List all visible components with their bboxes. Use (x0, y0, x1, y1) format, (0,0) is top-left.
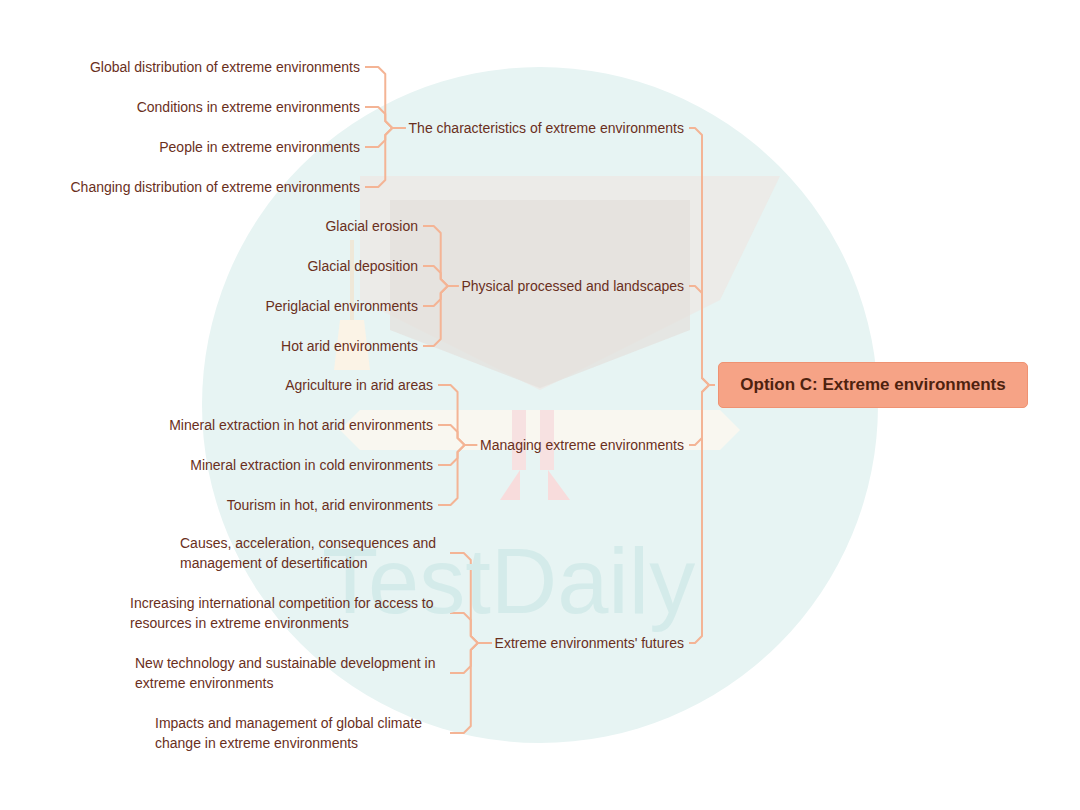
topic-text: Glacial deposition (307, 256, 418, 276)
subtopic: Agriculture in arid areas (285, 375, 433, 395)
branch-connector (438, 425, 477, 445)
topic-text: People in extreme environments (159, 137, 360, 157)
branch-connector (423, 226, 458, 286)
topic-text: Glacial erosion (325, 216, 418, 236)
topic-text: Hot arid environments (281, 336, 418, 356)
topic-text: Mineral extraction in cold environments (190, 455, 433, 475)
subtopic: People in extreme environments (159, 137, 360, 157)
subtopic: Global distribution of extreme environme… (90, 57, 360, 77)
topic-text: Extreme environments' futures (495, 633, 684, 653)
ribbon-tail (500, 470, 520, 500)
topic-text: Mineral extraction in hot arid environme… (169, 415, 433, 435)
subtopic: Impacts and management of global climate… (155, 713, 445, 753)
topic-text: Agriculture in arid areas (285, 375, 433, 395)
topic-text: Impacts and management of global climate… (155, 713, 445, 753)
subtopic: Causes, acceleration, consequences and m… (180, 533, 445, 573)
branch-topic: Physical processed and landscapes (461, 276, 684, 296)
topic-text: New technology and sustainable developme… (135, 653, 445, 693)
ribbon-tail (548, 470, 570, 500)
topic-text: Conditions in extreme environments (137, 97, 360, 117)
branch-connector (423, 266, 458, 286)
branch-connector (365, 128, 406, 187)
subtopic: Hot arid environments (281, 336, 418, 356)
branch-connector (365, 67, 406, 128)
subtopic: Glacial erosion (325, 216, 418, 236)
topic-text: Tourism in hot, arid environments (227, 495, 433, 515)
subtopic: Increasing international competition for… (130, 593, 445, 633)
subtopic: Mineral extraction in hot arid environme… (169, 415, 433, 435)
branch-connector (438, 385, 477, 445)
subtopic: Conditions in extreme environments (137, 97, 360, 117)
subtopic: Periglacial environments (265, 296, 418, 316)
subtopic: Mineral extraction in cold environments (190, 455, 433, 475)
branch-connector (365, 107, 406, 128)
topic-text: Causes, acceleration, consequences and m… (180, 533, 445, 573)
branch-connector (689, 128, 715, 385)
topic-text: Option C: Extreme environments (740, 375, 1005, 395)
topic-text: Changing distribution of extreme environ… (71, 177, 361, 197)
topic-text: Periglacial environments (265, 296, 418, 316)
branch-connector (450, 643, 492, 733)
branch-topic: The characteristics of extreme environme… (409, 118, 684, 138)
topic-text: Increasing international competition for… (130, 593, 445, 633)
topic-text: Managing extreme environments (480, 435, 684, 455)
subtopic: Tourism in hot, arid environments (227, 495, 433, 515)
topic-text: The characteristics of extreme environme… (409, 118, 684, 138)
branch-connector (438, 445, 477, 505)
topic-text: Global distribution of extreme environme… (90, 57, 360, 77)
topic-text: Physical processed and landscapes (461, 276, 684, 296)
cap-crown (390, 200, 690, 388)
cap-board (360, 176, 780, 390)
branch-topic: Extreme environments' futures (495, 633, 684, 653)
branch-topic: Managing extreme environments (480, 435, 684, 455)
subtopic: New technology and sustainable developme… (135, 653, 445, 693)
subtopic: Glacial deposition (307, 256, 418, 276)
branch-connector (423, 286, 458, 346)
subtopic: Changing distribution of extreme environ… (71, 177, 361, 197)
branch-connector (689, 286, 715, 385)
root-topic-box: Option C: Extreme environments (718, 362, 1028, 408)
